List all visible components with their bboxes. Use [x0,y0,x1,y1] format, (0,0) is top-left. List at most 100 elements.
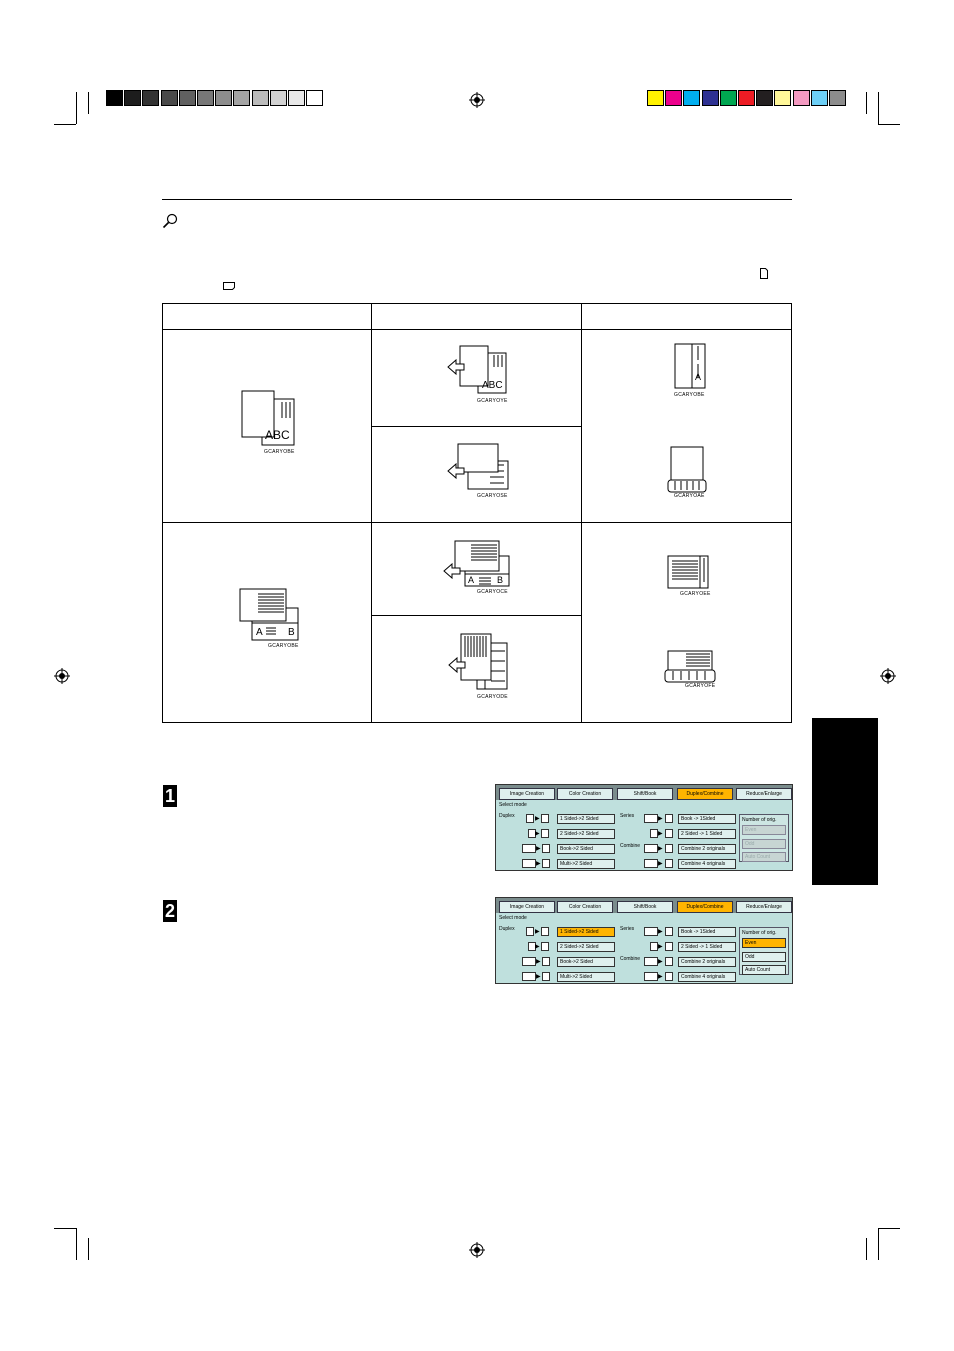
series-2sided-1sided-button[interactable]: 2 Sided -> 1 Sided [678,942,736,952]
series-2sided-1sided-button[interactable]: 2 Sided -> 1 Sided [678,829,736,839]
arrow-icon: ▶ [658,816,663,822]
a-letter: A [468,575,475,585]
page-icon [541,829,549,838]
odd-button[interactable]: Odd [742,952,786,962]
arrow-icon: ▶ [658,944,663,950]
duplex-multi-2sided-button[interactable]: Multi->2 Sided [557,859,615,869]
combine-label: Combine [620,843,641,849]
landscape-paper-icon [223,282,235,290]
cell-divider [371,615,582,616]
tab-color-creation[interactable]: Color Creation [557,901,613,913]
arrow-icon: ▶ [658,831,663,837]
series-book-1sided-button[interactable]: Book -> 1Sided [678,927,736,937]
tab-bar: Image Creation Color Creation Shift/Book… [496,898,792,913]
tab-duplex-combine[interactable]: Duplex/Combine [677,788,733,800]
cell-divider [371,426,582,427]
tab-image-creation[interactable]: Image Creation [499,788,555,800]
auto-count-button[interactable]: Auto Count [742,852,786,862]
a-letter: A [695,372,702,382]
tab-reduce-enlarge[interactable]: Reduce/Enlarge [736,901,792,913]
select-mode-label: Select mode [499,915,527,921]
color-swatch [178,90,196,106]
book-icon [522,844,536,853]
arrow-icon: ▶ [658,959,663,965]
combine-2-originals-button[interactable]: Combine 2 originals [678,957,736,967]
combine-2-originals-button[interactable]: Combine 2 originals [678,844,736,854]
color-swatch [106,90,123,106]
crop-mark [866,92,867,114]
series-label: Series [620,926,635,932]
page-icon [526,927,534,936]
output-portrait-figure [674,343,706,389]
duplex-2sided-2sided-button[interactable]: 2 Sided->2 Sided [557,942,615,952]
duplex-2sided-2sided-button[interactable]: 2 Sided->2 Sided [557,829,615,839]
arrow-icon: ▶ [536,974,541,980]
tab-bar: Image Creation Color Creation Shift/Book… [496,785,792,800]
page-icon [665,814,673,823]
duplex-book-2sided-button[interactable]: Book->2 Sided [557,957,615,967]
select-mode-label: Select mode [499,802,527,808]
magnifier-icon [162,213,178,229]
arrow-icon: ▶ [658,974,663,980]
arrow-icon: ▶ [535,831,540,837]
registration-mark-icon [880,668,896,684]
page-icon [528,829,536,838]
multi-icon [644,859,658,868]
tab-reduce-enlarge[interactable]: Reduce/Enlarge [736,788,792,800]
color-swatch [792,90,810,106]
page-icon [542,957,550,966]
series-book-1sided-button[interactable]: Book -> 1Sided [678,814,736,824]
figure-code: GCARYOBE [674,392,705,398]
duplex-label: Duplex [499,813,515,819]
number-of-originals-box: Number of orig. Even Odd Auto Count [739,814,789,862]
duplex-landscape-book-figure [443,540,510,587]
color-swatch [215,90,233,106]
step-1-marker: 1 [163,785,177,807]
duplex-label: Duplex [499,926,515,932]
color-swatch [288,90,305,106]
arrow-icon: ▶ [536,959,541,965]
number-of-originals-box: Number of orig. Even Odd Auto Count [739,927,789,975]
auto-count-button[interactable]: Auto Count [742,965,786,975]
odd-button[interactable]: Odd [742,839,786,849]
tab-shift-book[interactable]: Shift/Book [617,901,673,913]
arrow-icon: ▶ [658,929,663,935]
step-2-marker: 2 [163,900,177,922]
tab-shift-book[interactable]: Shift/Book [617,788,673,800]
duplex-portrait-book-figure [448,633,508,690]
combine-4-originals-button[interactable]: Combine 4 originals [678,859,736,869]
book-icon [644,927,658,936]
page-icon [650,942,658,951]
duplex-1sided-2sided-button[interactable]: 1 Sided->2 Sided [557,927,615,937]
color-swatch [701,90,719,106]
output-top-bound-landscape-figure [664,650,716,683]
even-button[interactable]: Even [742,825,786,835]
arrow-icon: ▶ [535,944,540,950]
duplex-portrait-figure [447,345,507,394]
even-button[interactable]: Even [742,938,786,948]
original-landscape-figure [239,588,299,641]
page-icon [665,829,673,838]
table-header-cell [580,302,793,331]
color-swatch [269,90,287,106]
table-header-cell [371,302,582,331]
color-swatch [251,90,269,106]
duplex-book-2sided-button[interactable]: Book->2 Sided [557,844,615,854]
output-landscape-figure [667,555,709,589]
color-swatch [738,90,755,106]
tab-image-creation[interactable]: Image Creation [499,901,555,913]
color-swatch [306,90,324,106]
crop-mark [878,1228,879,1260]
duplex-multi-2sided-button[interactable]: Multi->2 Sided [557,972,615,982]
figure-code: GCARYOAE [674,493,705,499]
tab-color-creation[interactable]: Color Creation [557,788,613,800]
tab-duplex-combine[interactable]: Duplex/Combine [677,901,733,913]
duplex-combine-panel-step2: Image Creation Color Creation Shift/Book… [495,897,793,984]
page-icon [526,814,534,823]
registration-mark-icon [469,92,485,108]
arrow-icon: ▶ [535,929,540,935]
combine-label: Combine [620,956,641,962]
duplex-1sided-2sided-button[interactable]: 1 Sided->2 Sided [557,814,615,824]
book-icon [522,957,536,966]
combine-4-originals-button[interactable]: Combine 4 originals [678,972,736,982]
